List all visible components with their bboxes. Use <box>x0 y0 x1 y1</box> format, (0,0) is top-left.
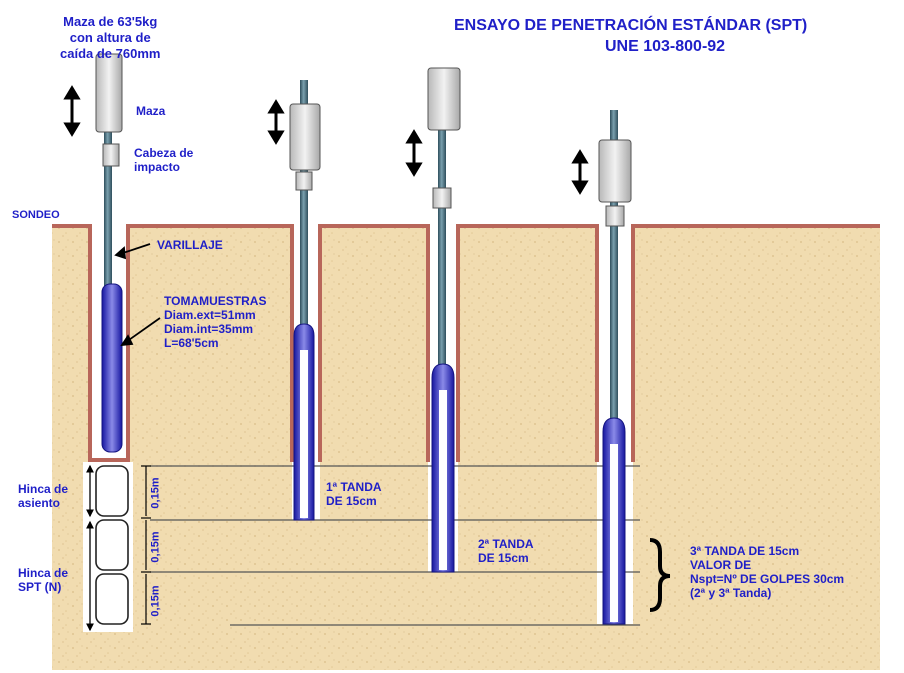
cabeza-line-1: Cabeza de <box>134 146 194 160</box>
hinca-asiento-line-2: asiento <box>18 496 61 510</box>
tomamuestras-diam-int: Diam.int=35mm <box>164 322 254 336</box>
label-cabeza: Cabeza de impacto <box>134 146 193 174</box>
double-arrow-icon <box>405 129 423 177</box>
tanda-3-line-3: Nspt=Nº DE GOLPES 30cm <box>690 572 845 586</box>
tomamuestras-title: TOMAMUESTRAS <box>164 294 267 308</box>
maza-desc-line-2: con altura de <box>69 30 151 45</box>
label-maza: Maza <box>136 104 166 118</box>
label-hinca-spt: Hinca de SPT (N) <box>18 566 68 594</box>
label-tanda-1: 1ª TANDA DE 15cm <box>326 480 382 508</box>
page-subtitle: UNE 103-800-92 <box>605 38 726 55</box>
tanda-2-line-1: 2ª TANDA <box>478 537 534 551</box>
label-hinca-asiento: Hinca de asiento <box>18 482 68 510</box>
segment-label-2: 0,15m <box>149 531 162 563</box>
label-maza-desc: Maza de 63'5kg con altura de caída de 76… <box>60 14 160 62</box>
hinca-asiento-line-1: Hinca de <box>18 482 69 496</box>
curly-brace <box>649 538 671 612</box>
double-arrow-icon <box>267 99 285 145</box>
tanda-1-line-2: DE 15cm <box>326 494 377 508</box>
tomamuestras-length: L=68'5cm <box>164 336 219 350</box>
label-tomamuestras: TOMAMUESTRAS Diam.ext=51mm Diam.int=35mm… <box>164 294 266 350</box>
double-arrow-icon <box>63 85 81 137</box>
label-varillaje: VARILLAJE <box>157 238 223 252</box>
tanda-3-line-2: VALOR DE <box>690 558 752 572</box>
segment-dimensions <box>141 465 151 625</box>
page-title: ENSAYO DE PENETRACIÓN ESTÁNDAR (SPT) <box>454 17 808 34</box>
label-sondeo: SONDEO <box>12 209 60 221</box>
segment-label-1: 0,15m <box>149 477 162 509</box>
hinca-spt-line-1: Hinca de <box>18 566 69 580</box>
tanda-3-line-4: (2ª y 3ª Tanda) <box>690 586 772 600</box>
soil <box>52 224 880 670</box>
maza-desc-line-1: Maza de 63'5kg <box>63 14 158 29</box>
sample-segments <box>95 465 129 625</box>
cabeza-line-2: impacto <box>134 160 181 174</box>
depth-lines <box>150 465 640 626</box>
rig-stage-3 <box>427 67 461 573</box>
double-arrow-icon <box>571 149 589 195</box>
tanda-3-line-1: 3ª TANDA DE 15cm <box>690 544 800 558</box>
tanda-2-line-2: DE 15cm <box>478 551 529 565</box>
pointer-arrows <box>114 243 161 347</box>
maza-desc-line-3: caída de 760mm <box>60 46 161 61</box>
tomamuestras-diam-ext: Diam.ext=51mm <box>164 308 256 322</box>
hinca-spt-line-2: SPT (N) <box>18 580 62 594</box>
movement-arrows <box>63 85 589 195</box>
rig-stage-2 <box>289 80 321 521</box>
rig-stage-4 <box>598 110 632 625</box>
segment-label-3: 0,15m <box>149 585 162 617</box>
rig-stage-1 <box>95 53 123 453</box>
label-tanda-3: 3ª TANDA DE 15cm VALOR DE Nspt=Nº DE GOL… <box>690 544 844 600</box>
tanda-1-line-1: 1ª TANDA <box>326 480 382 494</box>
label-tanda-2: 2ª TANDA DE 15cm <box>478 537 534 565</box>
